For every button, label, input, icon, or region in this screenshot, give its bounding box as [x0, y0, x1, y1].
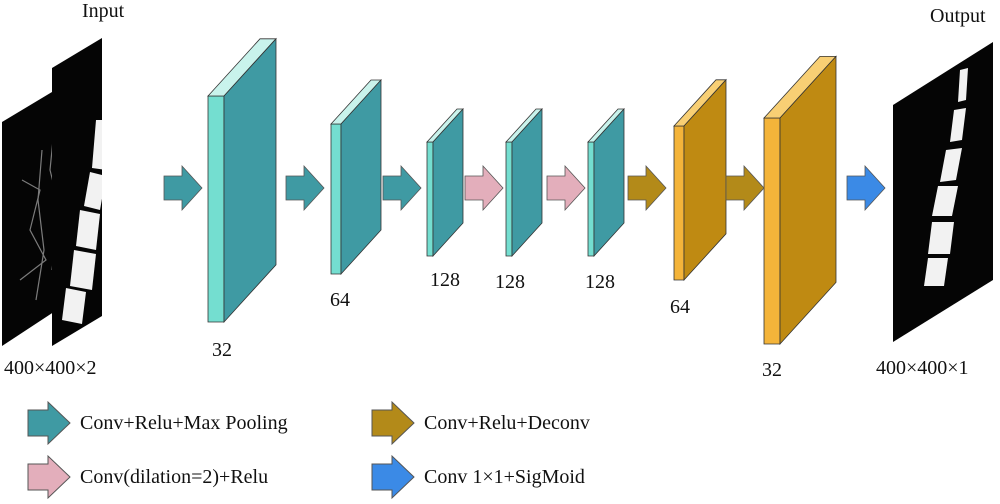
decoder-1-channels: 64: [670, 296, 690, 318]
decoder-block-1: [673, 78, 727, 282]
encoder-2-channels: 64: [330, 289, 350, 311]
encoder-block-3-side-face: [432, 107, 464, 258]
encoder-block-2-front-face: [330, 123, 342, 275]
decoder-block-2-front-face: [763, 117, 781, 345]
dilation-block-2-side-face: [593, 107, 625, 258]
input-image-channel-2-segments: [62, 120, 102, 324]
arrow-dec2-to-output: [846, 164, 886, 212]
encoder-3-channels: 128: [430, 269, 460, 291]
arrow-input-to-enc1: [163, 164, 203, 212]
output-size-label: 400×400×1: [876, 357, 969, 379]
decoder-block-1-front-face: [673, 125, 685, 281]
encoder-block-3: [426, 107, 464, 258]
dilation-block-1-front-face: [505, 141, 513, 257]
decoder-2-channels: 32: [762, 359, 782, 381]
decoder-block-1-side-face: [683, 78, 727, 282]
encoder-1-channels: 32: [212, 339, 232, 361]
gold-arrow-icon: [371, 400, 415, 446]
encoder-block-2: [330, 78, 382, 276]
decoder-block-2: [763, 55, 837, 346]
flow-arrows: [163, 164, 886, 212]
encoder-block-1-front-face: [207, 95, 225, 323]
input-title: Input: [82, 0, 125, 22]
dilation-block-1: [505, 107, 543, 258]
encoder-block-3-front-face: [426, 141, 434, 257]
pink-arrow-icon: [27, 454, 71, 500]
encoder-block-1: [207, 37, 277, 324]
output-title: Output: [930, 5, 986, 27]
dilation-block-1-side-face: [511, 107, 543, 258]
output-image: [893, 42, 993, 342]
legend-label: Conv 1×1+SigMoid: [424, 466, 585, 488]
arrow-dec1-to-dec2: [725, 164, 765, 212]
blue-arrow-icon: [371, 454, 415, 500]
legend-label: Conv+Relu+Max Pooling: [80, 412, 288, 434]
dilation-block-2-front-face: [587, 141, 595, 257]
input-image-stack: [2, 38, 102, 346]
teal-arrow-icon: [27, 400, 71, 446]
decoder-block-2-side-face: [779, 55, 837, 346]
arrow-dil2-to-dec1: [627, 164, 667, 212]
input-size-label: 400×400×2: [4, 357, 97, 379]
arrow-enc3-to-dil1: [464, 164, 504, 212]
legend-label: Conv+Relu+Deconv: [424, 412, 590, 434]
arrow-enc2-to-enc3: [382, 164, 422, 212]
layer-blocks: [207, 37, 837, 346]
arrow-enc1-to-enc2: [285, 164, 325, 212]
dilation-2-channels: 128: [585, 271, 615, 293]
dilation-block-2: [587, 107, 625, 258]
output-image-segments: [924, 68, 968, 286]
legend-label: Conv(dilation=2)+Relu: [80, 466, 269, 488]
encoder-block-2-side-face: [340, 78, 382, 276]
arrow-dil1-to-dil2: [546, 164, 586, 212]
encoder-block-1-side-face: [223, 37, 277, 324]
dilation-1-channels: 128: [495, 271, 525, 293]
